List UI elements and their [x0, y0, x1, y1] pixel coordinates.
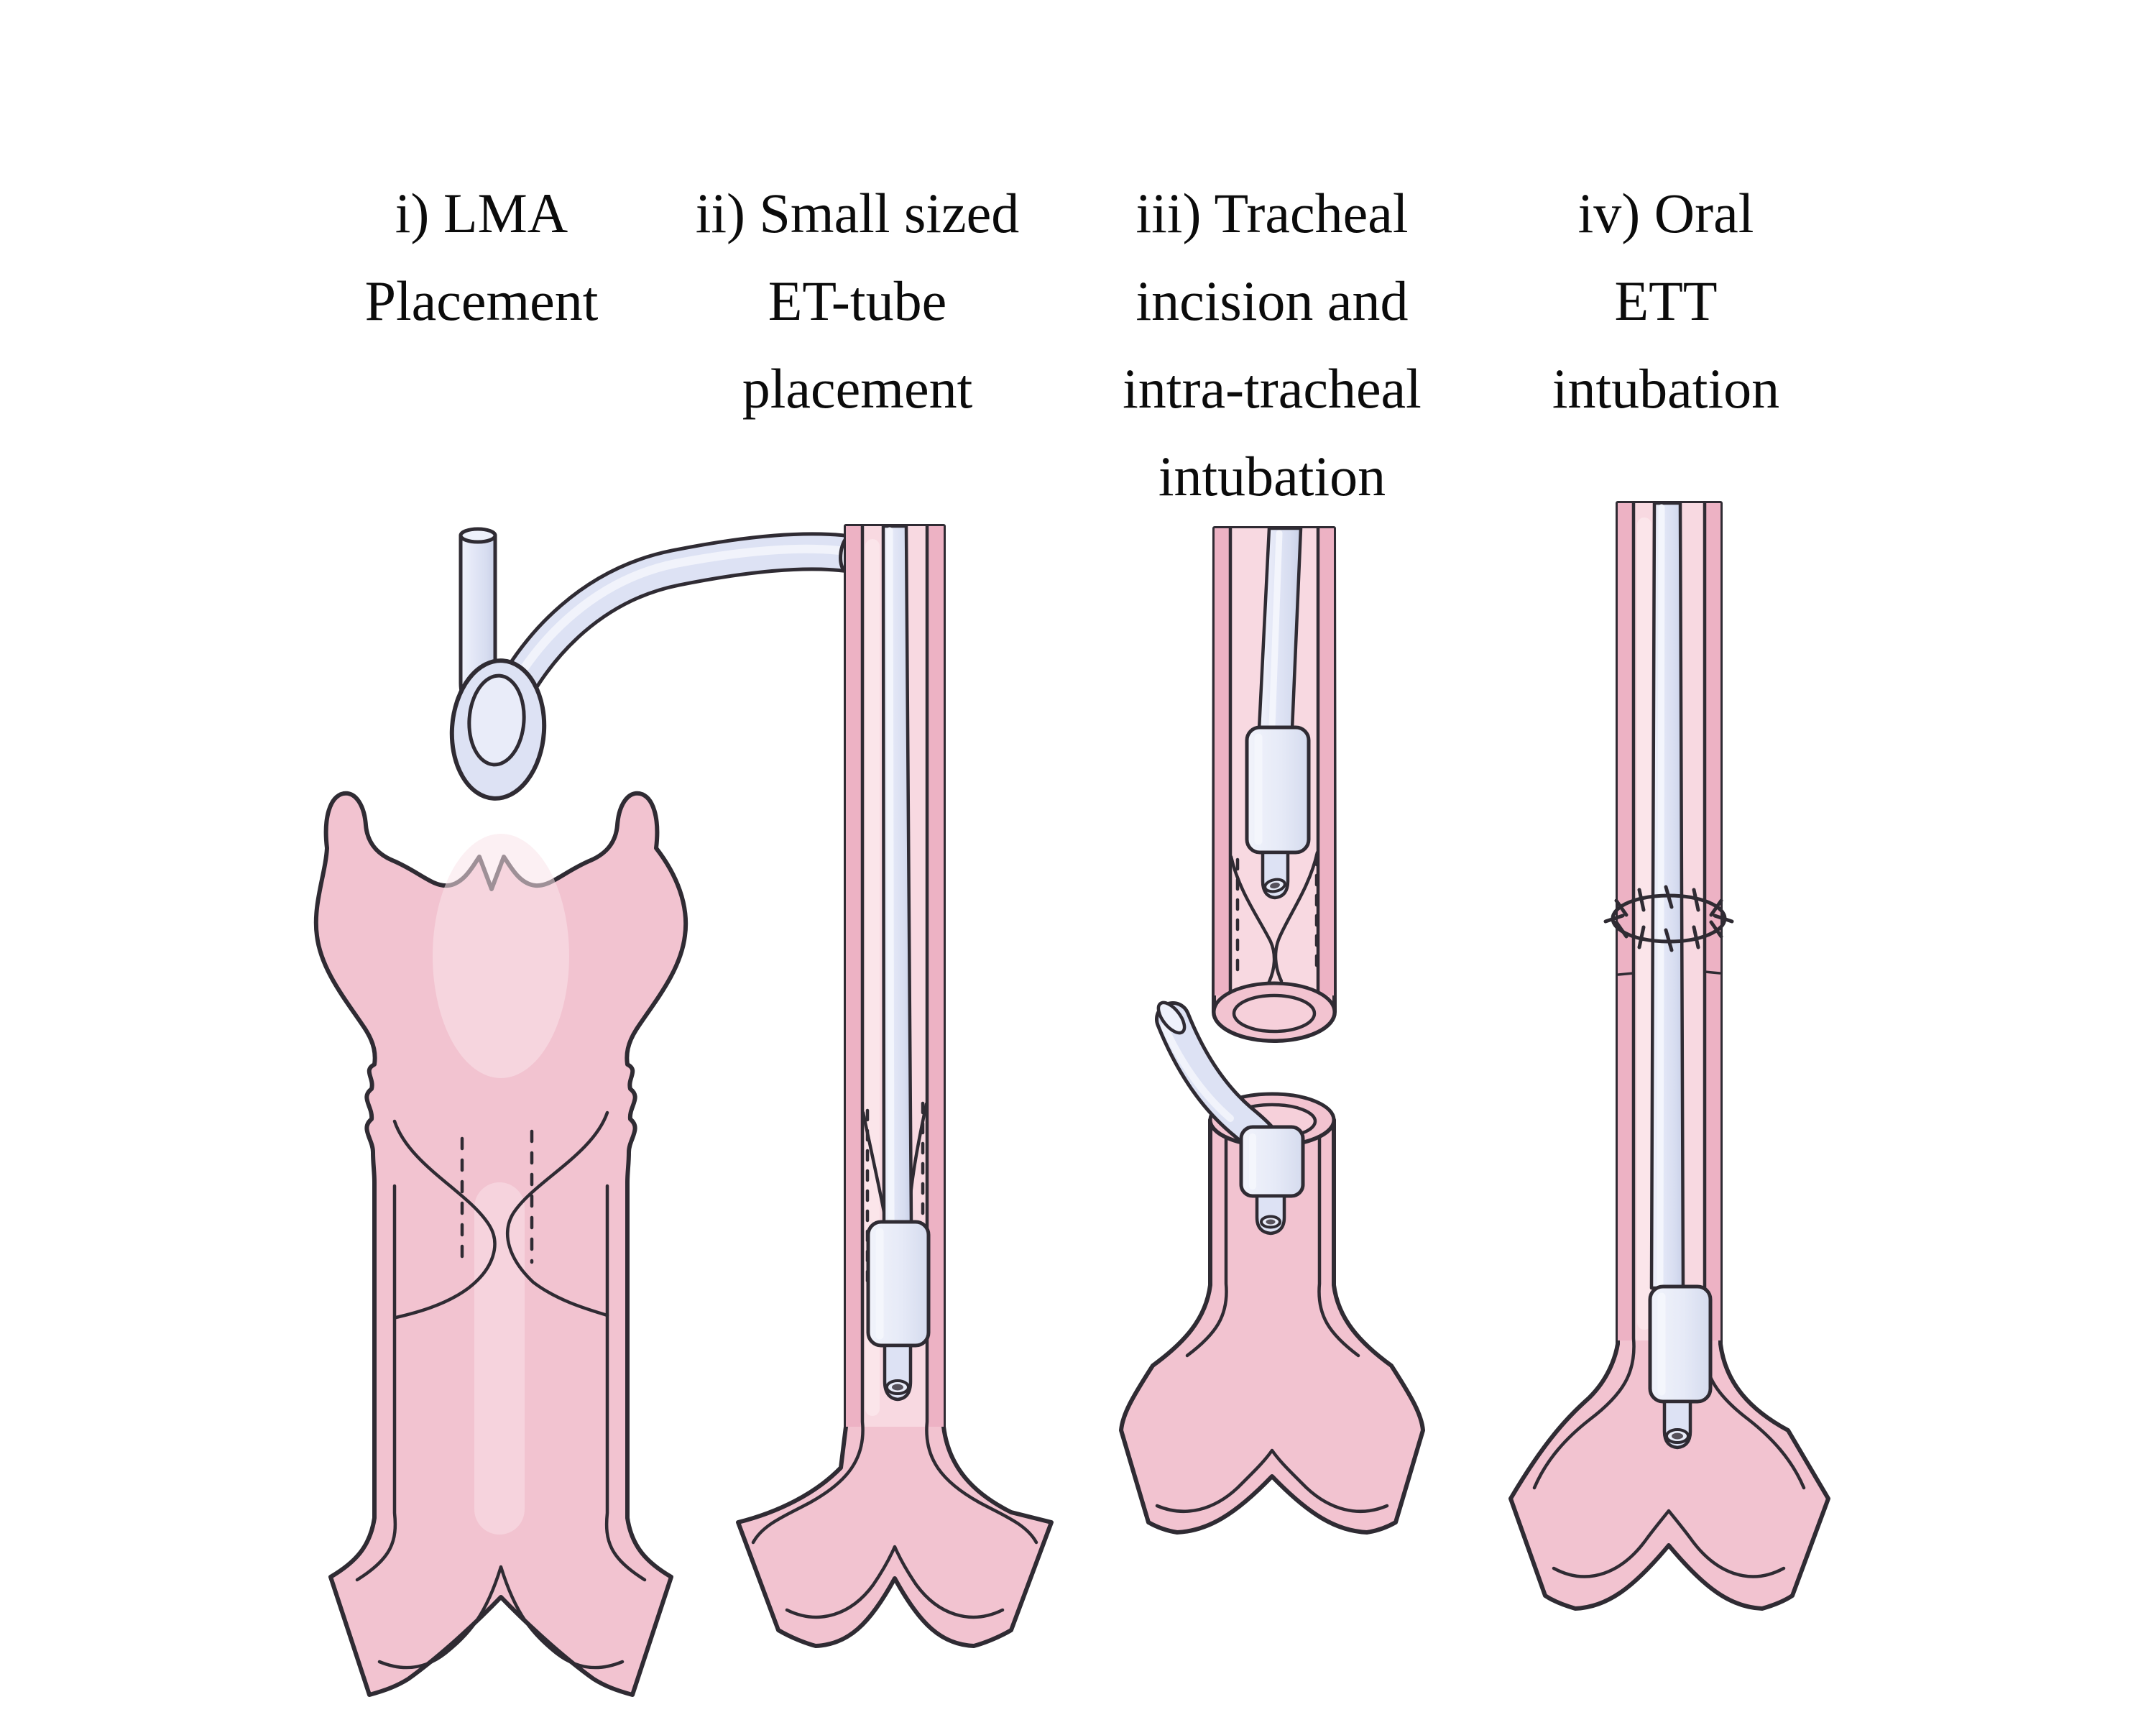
panel-oral-ett [1508, 501, 1830, 1611]
panel-title-i: i) LMA Placement [365, 170, 599, 345]
lma-mask-bowl [467, 673, 526, 767]
larynx-highlight [433, 834, 569, 1078]
upper-et-tube-highlight [1268, 530, 1283, 730]
et-tube-tip-lumen [1672, 1432, 1683, 1440]
panel-lma-placement [313, 527, 866, 1697]
title-line: iv) Oral [1577, 182, 1754, 244]
title-line: Placement [364, 270, 599, 332]
title-line: placement [742, 357, 973, 420]
title-line: intubation [1552, 357, 1780, 420]
tracheal-inner-wall-left [355, 1184, 397, 1582]
inner-wall-left [751, 524, 865, 1545]
inner-wall-left [1532, 501, 1636, 1490]
carina-inner-line [377, 1565, 625, 1670]
lower-tube-tip-lumen [1266, 1219, 1276, 1225]
title-line: ii) Small sized [695, 182, 1020, 244]
stenosis-curve-right [506, 1110, 609, 1317]
lower-carina-inner-line [1155, 1448, 1389, 1513]
tracheal-wall-band-right [927, 526, 944, 1427]
title-line: intubation [1158, 445, 1386, 507]
title-line: incision and [1135, 270, 1409, 332]
upper-cut-lumen [1232, 993, 1317, 1034]
carina-inner-line [785, 1545, 1005, 1619]
tracheostomy-tube-highlight [1161, 1023, 1234, 1122]
tracheal-wall-band-left [1618, 503, 1634, 1340]
tracheal-inner-wall-right [604, 1184, 647, 1582]
et-tube-tip-lumen [892, 1384, 903, 1391]
panel-title-ii: ii) Small sized ET-tube placement [696, 170, 1020, 433]
title-line: i) LMA [395, 182, 568, 244]
lma-connector-opening [459, 527, 497, 544]
stenosis-curve-left [861, 1110, 886, 1214]
lma-airway-tube-highlight [502, 544, 844, 703]
title-line: ETT [1614, 270, 1718, 332]
lower-inner-wall-right [1317, 1132, 1360, 1358]
upper-tube-tip-lumen [1270, 882, 1280, 889]
panel-title-iii: iii) Tracheal incision and intra-trachea… [1123, 170, 1422, 520]
tracheostomy-tube-opening [1156, 1000, 1187, 1035]
lower-inner-wall-left [1185, 1132, 1228, 1358]
carina-inner-line [1552, 1509, 1786, 1578]
anastomosis-seam-right [1703, 970, 1721, 975]
panel-tracheal-incision [1119, 526, 1425, 1535]
stenosis-curve-left [392, 1119, 497, 1320]
et-tube-highlight [886, 527, 895, 1224]
anastomosis-seam-left [1617, 972, 1635, 976]
suture-stitches [1603, 885, 1734, 952]
upper-wall-band-right [1318, 528, 1334, 995]
title-line: ET-tube [768, 270, 947, 332]
panel-title-iv: iv) Oral ETT intubation [1552, 170, 1779, 433]
upper-wall-band-left [1215, 528, 1230, 995]
title-line: intra-tracheal [1123, 357, 1422, 420]
panel-small-et-tube [736, 524, 1054, 1648]
tracheal-wall-band-left [846, 526, 862, 1427]
stenosis-curve-right [1273, 850, 1319, 983]
title-line: iii) Tracheal [1135, 182, 1409, 244]
inner-wall-right [925, 524, 1038, 1545]
